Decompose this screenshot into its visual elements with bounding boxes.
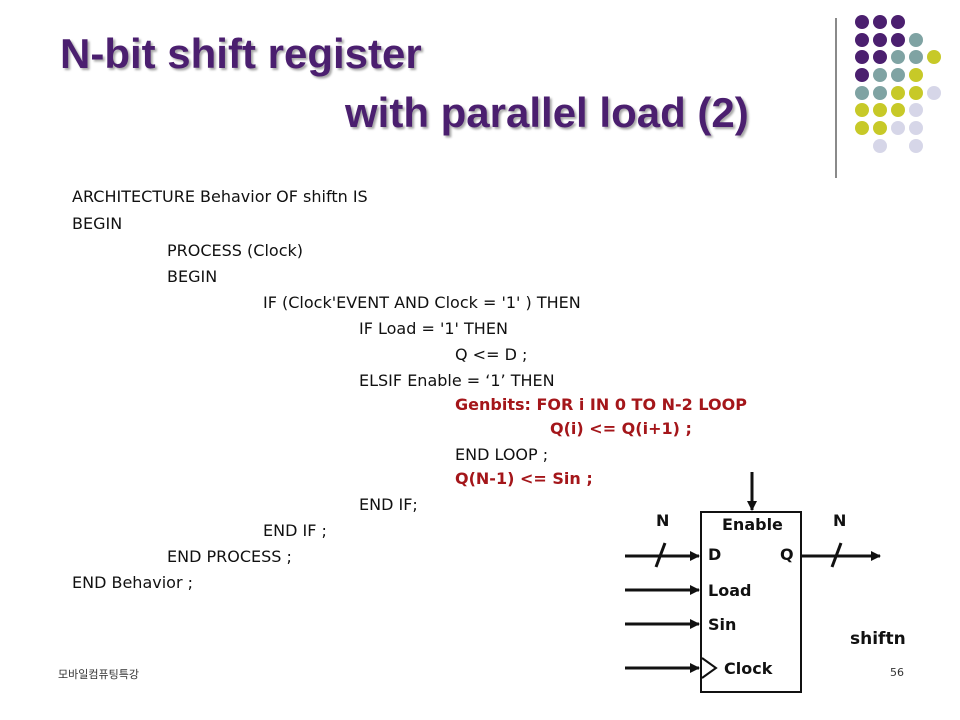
- page-number: 56: [890, 666, 904, 679]
- decorative-dot-grid: [855, 15, 941, 153]
- dot-row-7: [855, 121, 923, 135]
- q-bus-slash: [830, 542, 843, 568]
- code-line-highlighted: Genbits: FOR i IN 0 TO N-2 LOOP: [455, 395, 747, 414]
- code-line: END IF;: [359, 495, 418, 514]
- divider-line: [835, 18, 837, 178]
- code-line: BEGIN: [167, 267, 218, 286]
- code-line: ELSIF Enable = ‘1’ THEN: [359, 371, 555, 390]
- code-line-highlighted: Q(N-1) <= Sin ;: [455, 469, 593, 488]
- register-block: [700, 511, 802, 693]
- d-label: D: [708, 545, 722, 564]
- code-line: END Behavior ;: [72, 573, 194, 592]
- code-line: IF Load = '1' THEN: [359, 319, 508, 338]
- code-line-highlighted: Q(i) <= Q(i+1) ;: [550, 419, 692, 438]
- n-output-label: N: [833, 511, 847, 530]
- clock-edge-triangle: [701, 657, 718, 679]
- load-label: Load: [708, 581, 752, 600]
- dot-row-1: [855, 15, 905, 29]
- dot-row-8: [873, 139, 923, 153]
- slide-title-line-1: N-bit shift register: [60, 30, 422, 77]
- dot-row-3: [855, 50, 941, 64]
- d-bus-slash: [654, 542, 667, 568]
- dot-row-2: [855, 33, 923, 47]
- code-line: IF (Clock'EVENT AND Clock = '1' ) THEN: [263, 293, 581, 312]
- sin-label: Sin: [708, 615, 737, 634]
- footer-course-title: 모바일컴퓨팅특강: [58, 668, 139, 681]
- n-input-label: N: [656, 511, 670, 530]
- code-line: BEGIN: [72, 214, 123, 233]
- code-line: ARCHITECTURE Behavior OF shiftn IS: [72, 187, 368, 206]
- clock-label: Clock: [724, 659, 773, 678]
- enable-label: Enable: [722, 515, 783, 534]
- code-line: PROCESS (Clock): [167, 241, 303, 260]
- slide-title-line-2: with parallel load (2): [345, 89, 749, 136]
- code-line: END PROCESS ;: [167, 547, 292, 566]
- dot-row-4: [855, 68, 923, 82]
- code-line: END IF ;: [263, 521, 327, 540]
- dot-row-5: [855, 86, 941, 100]
- code-line: Q <= D ;: [455, 345, 528, 364]
- block-name-label: shiftn: [850, 629, 906, 649]
- code-line: END LOOP ;: [455, 445, 549, 464]
- q-label: Q: [780, 545, 794, 564]
- dot-row-6: [855, 103, 923, 117]
